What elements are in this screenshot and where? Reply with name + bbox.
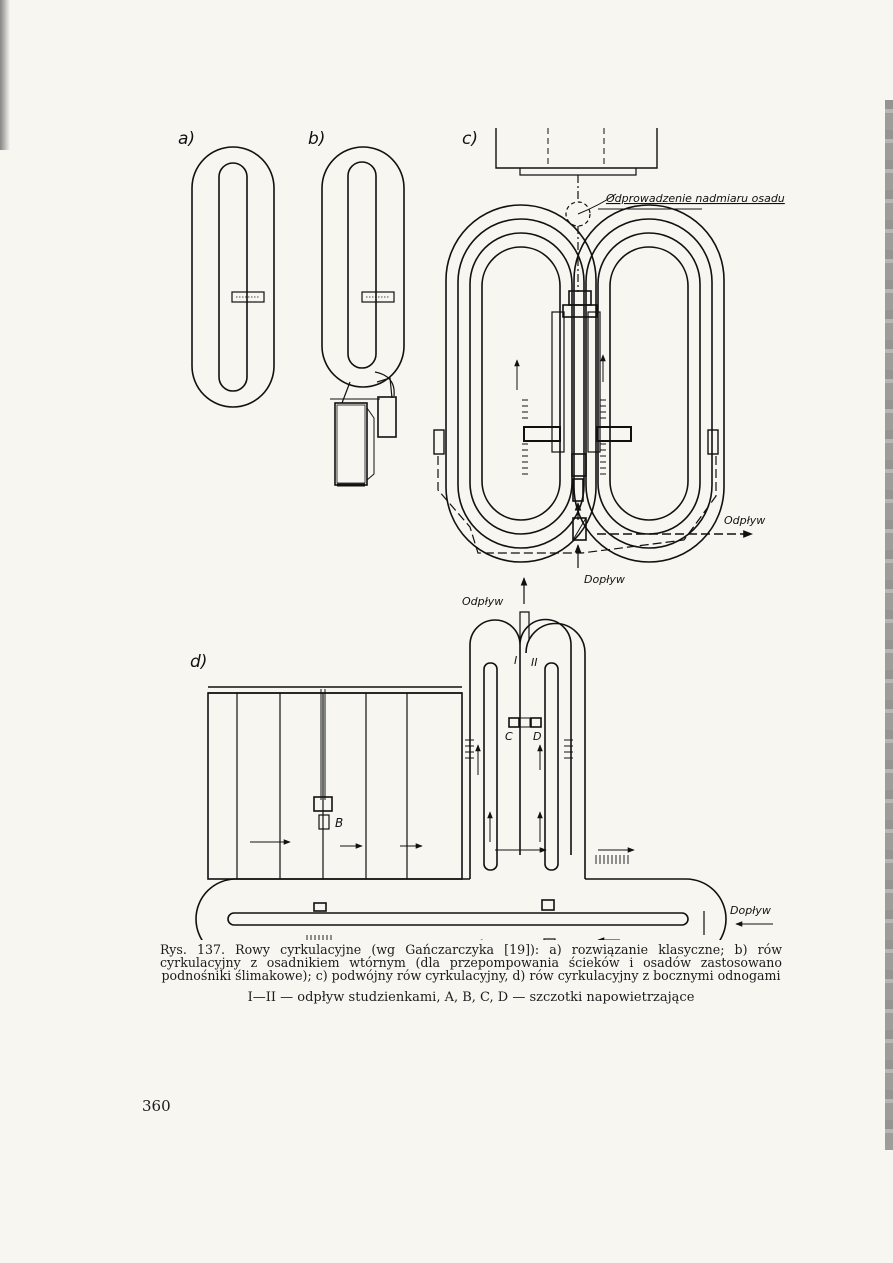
- panel-b-label: b): [308, 129, 325, 149]
- panel-c-label: c): [462, 129, 478, 149]
- d-brush-B: B: [335, 816, 343, 830]
- panel-b-ditch: [321, 146, 405, 487]
- c-inflow-label: Dopływ: [584, 573, 625, 586]
- figure-caption: Rys. 137. Rowy cyrkulacyjne (wg Gańczarc…: [160, 942, 782, 983]
- page-number: 360: [142, 1097, 171, 1115]
- scan-shadow-right: [885, 100, 893, 1150]
- figure-rys-137: a) b) c) d) Odprowadzenie nadmiaru osadu…: [178, 128, 785, 940]
- panel-c-double-ditch: [433, 128, 753, 568]
- figure-legend: I—II — odpływ studzienkami, A, B, C, D —…: [247, 990, 695, 1005]
- c-overflow-label: Odprowadzenie nadmiaru osadu: [606, 192, 785, 205]
- d-marker-I: I: [514, 654, 517, 667]
- panel-d-branched-ditch: [195, 577, 773, 940]
- d-inflow-label: Dopływ: [730, 904, 771, 917]
- d-outflow-label: Odpływ: [462, 595, 503, 608]
- panel-a-label: a): [178, 129, 195, 149]
- c-outflow-label: Odpływ: [724, 514, 765, 527]
- d-brush-C: C: [505, 730, 513, 743]
- panel-a-ditch: [191, 146, 275, 408]
- scan-shadow-left: [0, 0, 10, 150]
- d-brush-D: D: [533, 730, 541, 743]
- panel-d-label: d): [190, 652, 207, 672]
- d-marker-II: II: [531, 656, 538, 669]
